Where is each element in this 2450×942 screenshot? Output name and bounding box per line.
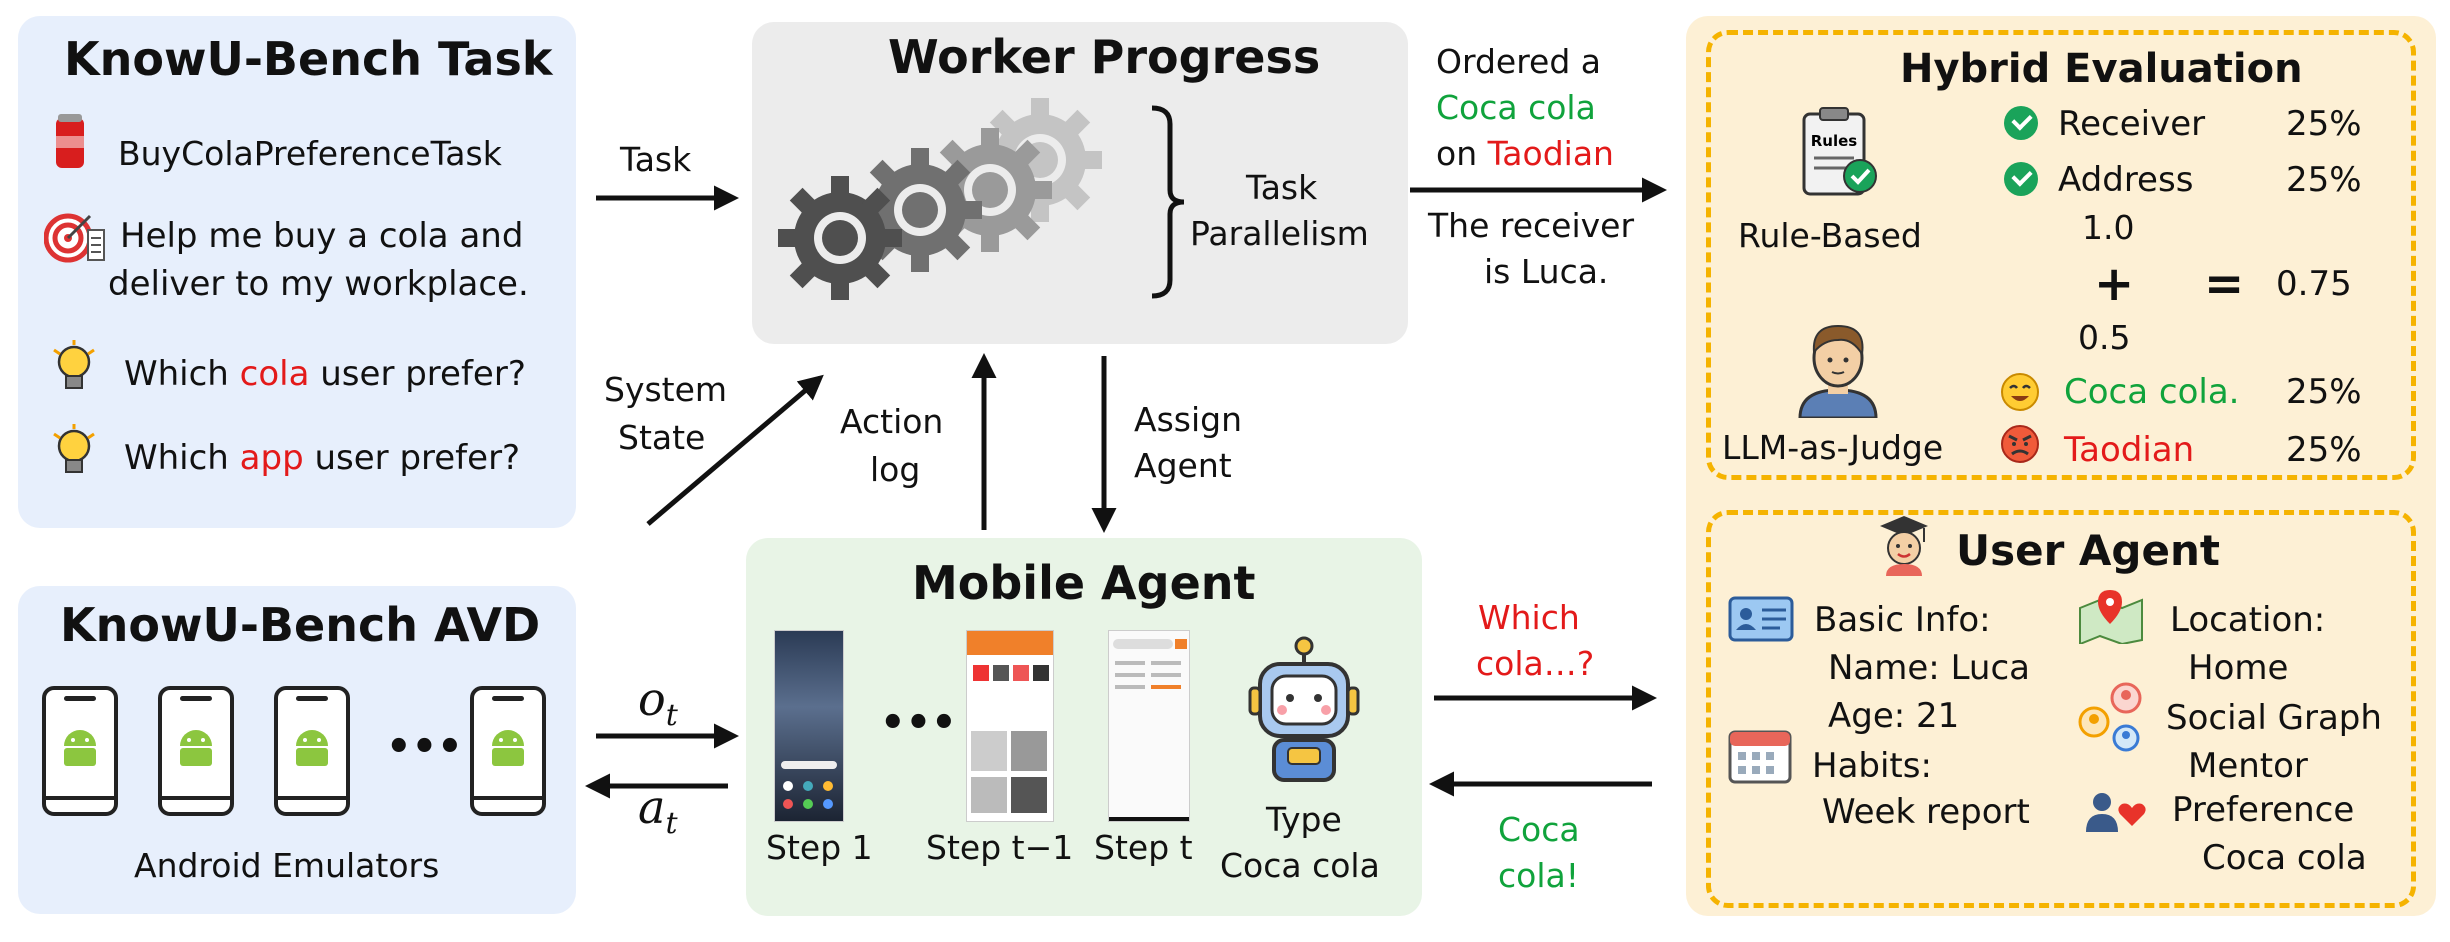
receiver-criterion: Receiver (2058, 104, 2206, 144)
taodian-criterion: Taodian (2064, 430, 2195, 470)
equals-sign: = (2204, 256, 2245, 312)
avd-caption: Android Emulators (134, 846, 440, 885)
arrow-label-task: Task (620, 140, 692, 179)
hybrid-evaluation-box (1706, 30, 2416, 480)
receiver-weight: 25% (2286, 104, 2362, 144)
llm-score: 0.5 (2078, 318, 2131, 357)
step-t-minus-1-label: Step t−1 (926, 828, 1074, 867)
ordered-line-1: Ordered a (1436, 42, 1602, 81)
coca-criterion: Coca cola. (2064, 372, 2240, 412)
user-preference: Coca cola (2202, 838, 2367, 878)
map-pin-icon (2079, 590, 2143, 644)
id-card-icon (1728, 596, 1794, 642)
llm-judge-label: LLM-as-Judge (1722, 428, 1944, 467)
android-phone-icon (274, 686, 350, 816)
taodian-weight: 25% (2286, 430, 2362, 470)
social-graph-label: Social Graph (2166, 698, 2382, 738)
habits-label: Habits: (1812, 746, 1932, 786)
android-phone-icon (158, 686, 234, 816)
task-name: BuyColaPreferenceTask (118, 134, 502, 173)
action-label-line-2: Coca cola (1220, 846, 1380, 885)
arrow-label-system-line-1: System (604, 370, 728, 409)
question-cola: Which cola user prefer? (124, 354, 526, 394)
question-app: Which app user prefer? (124, 438, 521, 478)
bracket-label-line-2: Parallelism (1190, 214, 1369, 253)
screenshot-search (1108, 630, 1190, 822)
action-label-line-1: Type (1266, 800, 1342, 839)
graduate-avatar-icon (1880, 516, 1928, 576)
receiver-line-2: is Luca. (1484, 252, 1609, 291)
reply-line-1: Coca (1498, 810, 1580, 849)
location-label: Location: (2170, 600, 2326, 640)
social-graph-icon (2078, 682, 2142, 752)
rule-based-label: Rule-Based (1738, 216, 1922, 255)
which-line-1: Which (1478, 598, 1580, 637)
rules-clipboard-icon: Rules (1802, 107, 1877, 196)
svg-text:Rules: Rules (1811, 132, 1858, 150)
person-avatar-icon (1798, 324, 1878, 418)
android-phone-icon (42, 686, 118, 816)
cola-can-icon (56, 114, 84, 168)
user-agent-title: User Agent (1956, 526, 2220, 575)
worker-panel (752, 22, 1408, 344)
mobile-ellipsis: ••• (880, 700, 957, 746)
screenshot-shop (966, 630, 1054, 822)
receiver-line-1: The receiver (1428, 206, 1635, 245)
observation-label: ot (638, 672, 678, 734)
step-1-label: Step 1 (766, 828, 873, 867)
bracket-icon (1151, 105, 1185, 299)
mobile-panel-title: Mobile Agent (912, 556, 1256, 610)
ordered-line-3: on Taodian (1436, 134, 1614, 173)
arrow-label-assign-line-2: Agent (1134, 446, 1232, 485)
arrow-label-action-line-2: log (870, 450, 921, 489)
which-line-2: cola…? (1476, 644, 1595, 683)
address-weight: 25% (2286, 160, 2362, 200)
user-age: Age: 21 (1828, 696, 1960, 736)
user-agent-box (1706, 510, 2416, 908)
coca-weight: 25% (2286, 372, 2362, 412)
user-habit: Week report (1822, 792, 2030, 832)
total-score: 0.75 (2276, 264, 2352, 304)
screenshot-home (774, 630, 844, 822)
hybrid-title: Hybrid Evaluation (1900, 46, 2303, 92)
arrow-label-system-line-2: State (618, 418, 706, 457)
avd-ellipsis: ••• (386, 724, 463, 770)
angry-face-icon (2001, 425, 2039, 463)
android-phone-icon (470, 686, 546, 816)
happy-face-icon (2001, 373, 2039, 411)
user-location: Home (2188, 648, 2289, 688)
basic-info-label: Basic Info: (1814, 600, 1991, 640)
arrow-system-state (646, 374, 824, 526)
arrow-label-action-line-1: Action (840, 402, 944, 441)
step-t-label: Step t (1094, 828, 1193, 867)
reply-line-2: cola! (1498, 856, 1579, 895)
check-icon (2004, 106, 2038, 140)
bracket-label-line-1: Task (1246, 168, 1318, 207)
preference-label: Preference (2172, 790, 2355, 830)
user-name: Name: Luca (1828, 648, 2030, 688)
arrow-label-assign-line-1: Assign (1134, 400, 1242, 439)
user-social: Mentor (2188, 746, 2308, 786)
action-symbol-label: at (638, 780, 678, 842)
task-panel-title: KnowU-Bench Task (64, 32, 553, 86)
lightbulb-icon (53, 340, 95, 389)
lightbulb-icon (53, 424, 95, 473)
avd-panel-title: KnowU-Bench AVD (60, 598, 541, 652)
calendar-icon (1728, 730, 1792, 784)
task-panel (18, 16, 576, 528)
robot-icon (1248, 636, 1360, 782)
target-icon (44, 213, 105, 263)
instruction-line-1: Help me buy a cola and (120, 216, 524, 256)
person-heart-icon (2086, 793, 2146, 832)
address-criterion: Address (2058, 160, 2194, 200)
instruction-line-2: deliver to my workplace. (108, 264, 529, 304)
check-icon (2004, 162, 2038, 196)
worker-panel-title: Worker Progress (888, 30, 1321, 84)
ordered-line-2: Coca cola (1436, 88, 1596, 127)
plus-sign: + (2094, 256, 2135, 312)
rule-score: 1.0 (2082, 208, 2135, 247)
